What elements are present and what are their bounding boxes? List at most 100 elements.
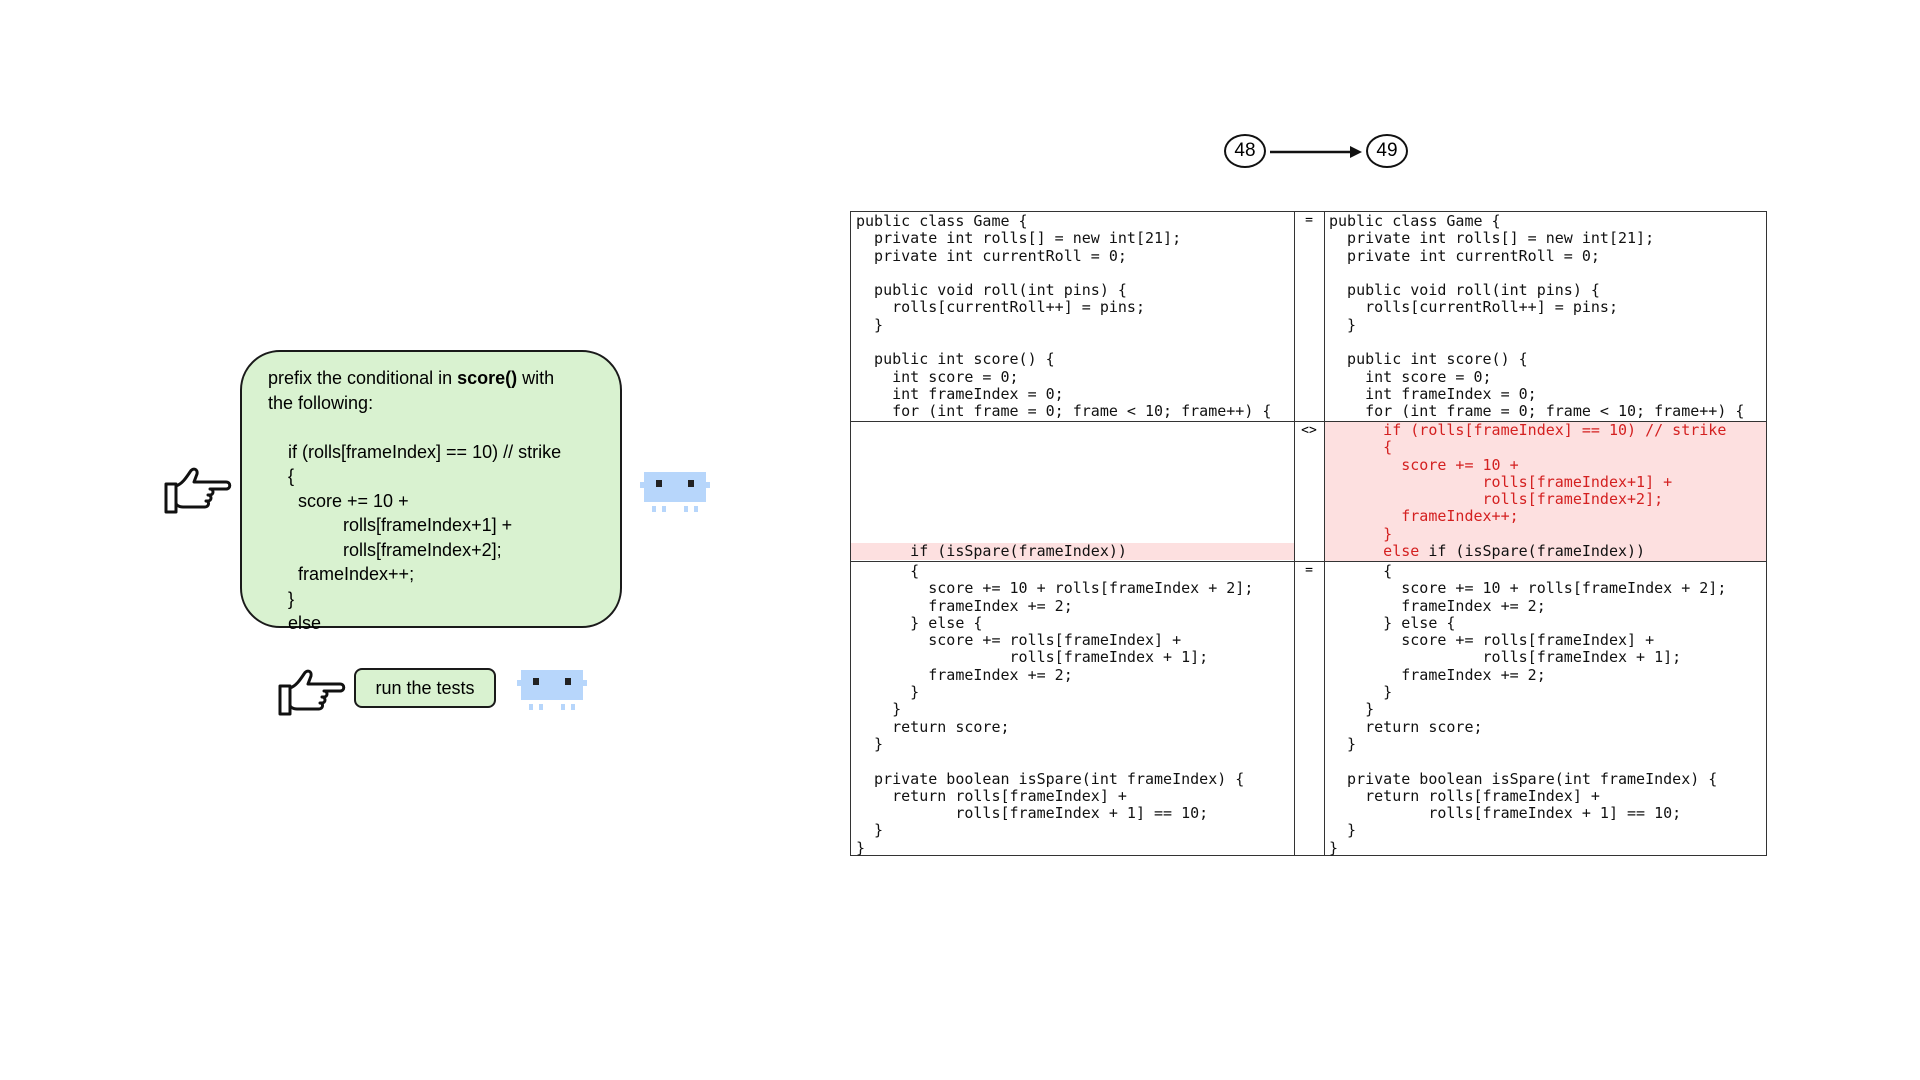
- arrow-right-icon: [1270, 146, 1362, 158]
- code-line: frameIndex += 2;: [1329, 665, 1546, 684]
- code-line: public class Game {: [856, 212, 1028, 230]
- code-line: for (int frame = 0; frame < 10; frame++)…: [1329, 402, 1745, 421]
- code-line: }: [1329, 315, 1357, 334]
- added-else: else: [1329, 542, 1429, 560]
- pointing-hand-icon: [162, 462, 234, 518]
- code-line: rolls[frameIndex + 1] == 10;: [1329, 804, 1682, 823]
- code-line: private int currentRoll = 0;: [1329, 246, 1600, 265]
- code-line: score += rolls[frameIndex] +: [856, 631, 1182, 650]
- code-line: {: [1329, 438, 1393, 457]
- instruction-line: [268, 415, 594, 440]
- code-line: public void roll(int pins) {: [856, 281, 1127, 300]
- code-line: }: [1329, 821, 1357, 840]
- left-top-code: public class Game { private int rolls[] …: [856, 212, 1272, 421]
- instruction-bubble: prefix the conditional in score() with th…: [240, 350, 622, 633]
- instruction-line: score += 10 +: [268, 490, 409, 511]
- row-divider: [851, 421, 1766, 422]
- column-divider: [1324, 212, 1325, 855]
- removed-line-highlight: [851, 543, 1294, 560]
- right-mid-code: if (rolls[frameIndex] == 10) // strike {…: [1329, 421, 1727, 543]
- instruction-line: if (rolls[frameIndex] == 10) // strike: [268, 441, 562, 462]
- code-line: rolls[currentRoll++] = pins;: [856, 298, 1145, 317]
- row-divider: [851, 561, 1766, 562]
- code-line: }: [856, 683, 920, 702]
- code-line: frameIndex += 2;: [856, 596, 1073, 615]
- code-line: } else {: [1329, 613, 1456, 632]
- version-to: 49: [1366, 134, 1408, 168]
- code-line: }: [856, 315, 884, 334]
- instruction-line: the following:: [268, 392, 374, 413]
- instruction-line: else: [268, 613, 322, 633]
- diff-marker-equal: =: [1305, 563, 1313, 578]
- code-line: private int rolls[] = new int[21];: [1329, 229, 1655, 248]
- code-line: public int score() {: [1329, 350, 1528, 369]
- instruction-line: {: [268, 466, 295, 486]
- code-line: }: [1329, 700, 1375, 719]
- code-line: }: [856, 821, 884, 840]
- code-line: return score;: [1329, 717, 1483, 736]
- code-line: public class Game {: [1329, 212, 1501, 230]
- code-line: {: [1329, 562, 1393, 580]
- code-line: [856, 334, 1271, 351]
- code-line: }: [1329, 734, 1357, 753]
- code-line: int score = 0;: [1329, 367, 1492, 386]
- diff-marker-equal: =: [1305, 213, 1313, 228]
- code-line: if (rolls[frameIndex] == 10) // strike: [1329, 421, 1727, 439]
- unchanged-condition: if (isSpare(frameIndex)): [1428, 542, 1646, 560]
- code-line: frameIndex += 2;: [856, 665, 1073, 684]
- code-line: rolls[frameIndex+1] +: [1329, 472, 1673, 491]
- instruction-line: frameIndex++;: [268, 564, 415, 584]
- code-line: {: [856, 562, 920, 580]
- code-line: score += 10 +: [1329, 455, 1519, 474]
- code-line: int frameIndex = 0;: [1329, 384, 1537, 403]
- code-line: } else {: [856, 613, 983, 632]
- code-line: return rolls[frameIndex] +: [1329, 786, 1600, 805]
- code-line: rolls[frameIndex+2];: [1329, 490, 1664, 509]
- instruction-line: rolls[frameIndex+2];: [268, 539, 502, 560]
- code-line: rolls[frameIndex + 1];: [1329, 648, 1682, 667]
- code-line: private int rolls[] = new int[21];: [856, 229, 1182, 248]
- left-bottom-code: { score += 10 + rolls[frameIndex + 2]; f…: [856, 562, 1254, 857]
- code-line: [856, 265, 1271, 282]
- code-line: }: [1329, 683, 1393, 702]
- code-line: score += rolls[frameIndex] +: [1329, 631, 1655, 650]
- code-line: private boolean isSpare(int frameIndex) …: [1329, 769, 1718, 788]
- code-line: }: [1329, 838, 1339, 857]
- code-line: rolls[frameIndex + 1] == 10;: [856, 804, 1209, 823]
- code-line: [1329, 334, 1744, 351]
- code-line: }: [1329, 524, 1393, 543]
- left-mid-code: if (isSpare(frameIndex)): [856, 542, 1127, 560]
- code-line: private boolean isSpare(int frameIndex) …: [856, 769, 1245, 788]
- instruction-line: }: [268, 588, 295, 609]
- code-line: private int currentRoll = 0;: [856, 246, 1127, 265]
- code-line: frameIndex += 2;: [1329, 596, 1546, 615]
- code-line: [1329, 265, 1744, 282]
- code-line: public void roll(int pins) {: [1329, 281, 1600, 300]
- right-bottom-code: { score += 10 + rolls[frameIndex + 2]; f…: [1329, 562, 1727, 857]
- diff-marker-changed: <>: [1301, 423, 1317, 438]
- code-line: [856, 753, 1253, 770]
- pointing-hand-icon: [276, 664, 348, 720]
- code-line: score += 10 + rolls[frameIndex + 2];: [1329, 579, 1727, 598]
- code-line: return score;: [856, 717, 1010, 736]
- right-top-code: public class Game { private int rolls[] …: [1329, 212, 1745, 421]
- code-line: rolls[frameIndex + 1];: [856, 648, 1209, 667]
- code-line: if (isSpare(frameIndex)): [856, 542, 1127, 560]
- instruction-line: rolls[frameIndex+1] +: [268, 515, 513, 535]
- version-from: 48: [1224, 134, 1266, 168]
- code-line: public int score() {: [856, 350, 1055, 369]
- run-tests-button[interactable]: run the tests: [354, 668, 496, 708]
- code-line: for (int frame = 0; frame < 10; frame++)…: [856, 402, 1272, 421]
- code-line: return rolls[frameIndex] +: [856, 786, 1127, 805]
- code-line: }: [856, 734, 884, 753]
- code-line: rolls[currentRoll++] = pins;: [1329, 298, 1618, 317]
- code-line: }: [856, 700, 902, 719]
- right-mid-last-line: else if (isSpare(frameIndex)): [1329, 542, 1646, 560]
- robot-icon: [517, 668, 587, 716]
- code-line: frameIndex++;: [1329, 507, 1519, 526]
- added-block-highlight: [1325, 422, 1766, 561]
- column-divider: [1294, 212, 1295, 855]
- instruction-line: prefix the conditional in score() with: [268, 368, 555, 388]
- code-line: }: [856, 838, 866, 857]
- code-line: score += 10 + rolls[frameIndex + 2];: [856, 579, 1254, 598]
